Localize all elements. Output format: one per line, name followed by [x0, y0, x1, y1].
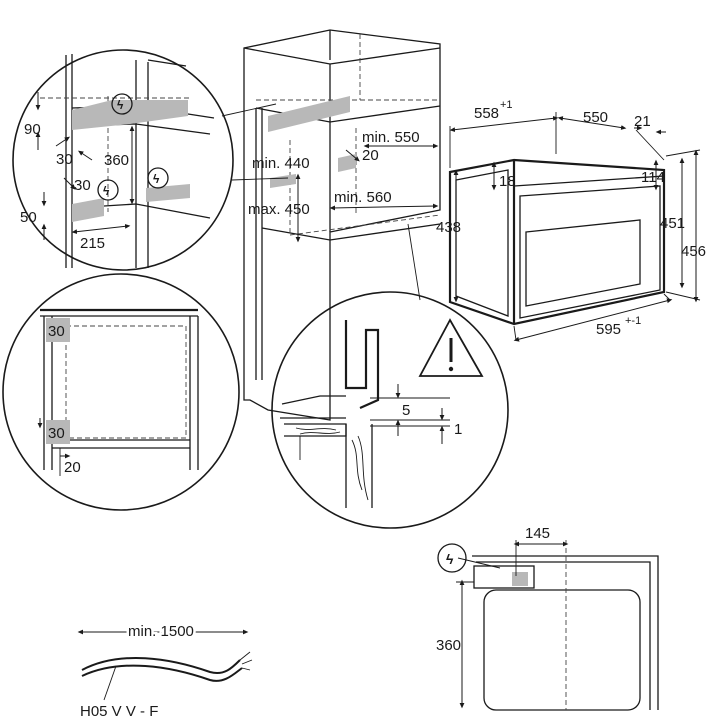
dim-max450: max. 450	[248, 201, 310, 218]
oven-box: 558 +1 550 21 18 438 114 451 456 595 +-1	[436, 99, 706, 342]
electric-zone-detail-upper	[72, 100, 188, 130]
dim-50: 50	[20, 209, 37, 226]
dim-18: 18	[499, 173, 516, 190]
dim-451: 451	[660, 215, 685, 232]
dim-360-back: 360	[436, 637, 461, 654]
electric-hazard-icon	[437, 543, 467, 573]
dim-min440: min. 440	[252, 155, 310, 172]
dim-20-top: 20	[362, 147, 379, 164]
svg-text:ϟ: ϟ	[103, 184, 110, 198]
dim-558-tolerance: +1	[500, 99, 513, 111]
dim-min560: min. 560	[334, 189, 392, 206]
cable-length-label: min. 1500	[128, 623, 194, 640]
electric-hazard-icon	[147, 167, 169, 189]
dim-215: 215	[80, 235, 105, 252]
cable-type-label: H05 V V - F	[80, 703, 158, 720]
svg-text:ϟ: ϟ	[153, 172, 160, 186]
connection-box	[473, 565, 535, 589]
vent-zone-bottom	[46, 420, 70, 444]
dim-145: 145	[525, 525, 550, 542]
dim-595-tolerance: +-1	[625, 315, 641, 327]
dim-30-lower: 30	[74, 177, 91, 194]
dim-90: 90	[24, 121, 41, 138]
dim-438: 438	[436, 219, 461, 236]
electric-zone-detail-lower	[72, 198, 104, 222]
dim-min550: min. 550	[362, 129, 420, 146]
electric-zone-rear	[338, 154, 356, 172]
electric-zone-lower	[270, 174, 296, 188]
dim-20-side: 20	[64, 459, 81, 476]
warning-icon	[418, 318, 484, 377]
connection-zone	[512, 572, 528, 586]
detail-circle-worktop: 5 1	[271, 291, 509, 529]
back-view: ϟ 145 360	[436, 525, 659, 711]
dim-5: 5	[402, 402, 410, 419]
electric-zone-upper	[268, 96, 350, 132]
electric-hazard-icon	[111, 93, 133, 115]
tall-cabinet: min. 550 min. 440 20 max. 450 min. 560	[221, 29, 441, 421]
svg-text:ϟ: ϟ	[117, 98, 124, 112]
dim-30-vent-bottom: 30	[48, 425, 65, 442]
dim-558: 558	[474, 105, 499, 122]
dim-1: 1	[454, 421, 462, 438]
svg-text:ϟ: ϟ	[446, 551, 454, 567]
power-cable: min. 1500 H05 V V - F	[77, 621, 253, 720]
dim-595: 595	[596, 321, 621, 338]
dim-21: 21	[634, 113, 651, 130]
dim-30-upper: 30	[56, 151, 73, 168]
electric-hazard-icon	[97, 179, 119, 201]
dim-456: 456	[681, 243, 706, 260]
dim-360: 360	[104, 152, 129, 169]
dim-30-vent-top: 30	[48, 323, 65, 340]
detail-circle-electrical: ϟ ϟ ϟ 90 30 360 30 50 215	[12, 49, 234, 271]
detail-circle-side-view: 30 30 20	[2, 273, 240, 511]
vent-zone-top	[46, 318, 70, 342]
dim-550: 550	[583, 109, 608, 126]
dim-114: 114	[641, 169, 665, 186]
